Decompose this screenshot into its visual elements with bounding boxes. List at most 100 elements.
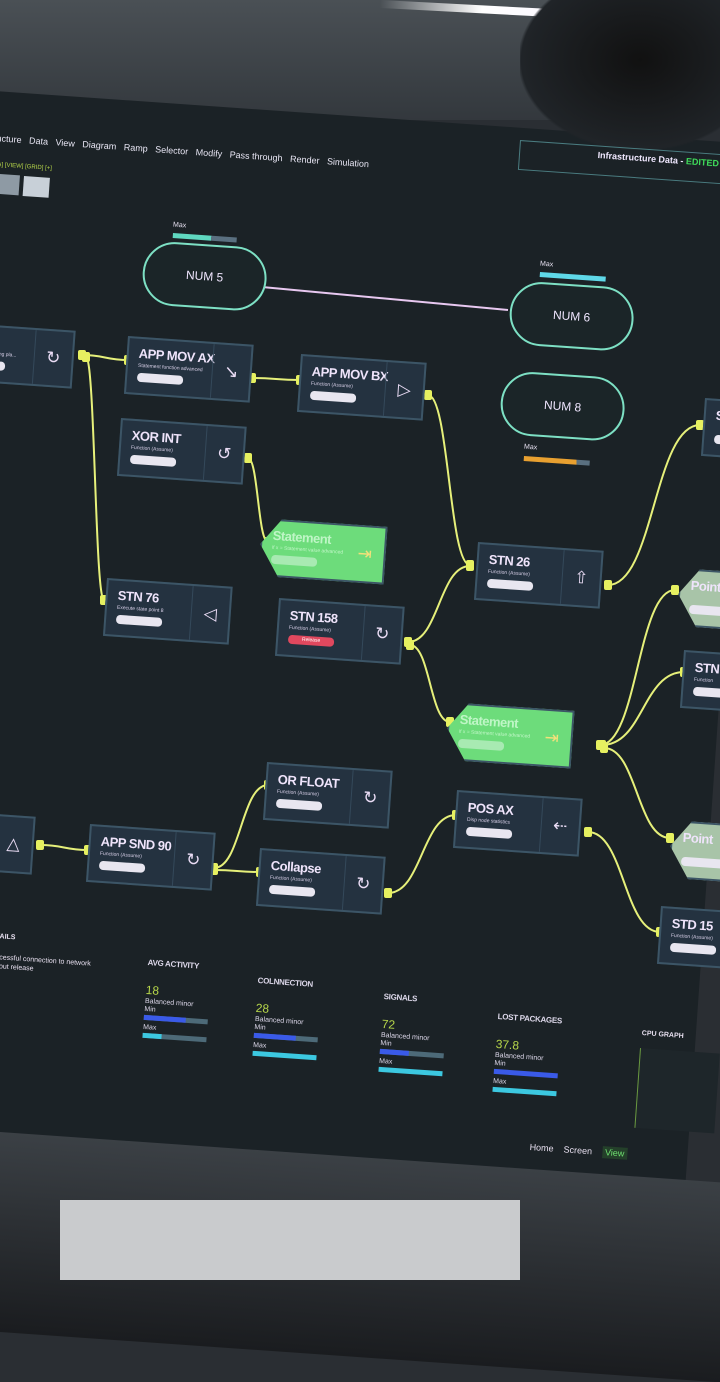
port[interactable] [244,453,252,463]
node-action-icon[interactable]: ↺ [202,425,245,483]
node-subtitle: Statement encoding pla... [0,349,17,359]
node-value-pill[interactable]: Release [287,634,335,647]
node-value-pill[interactable] [486,578,534,591]
node-value-pill[interactable] [713,434,720,447]
node-value-pill[interactable] [98,860,146,873]
node-std-15[interactable]: STD 15 Function (Assume) [656,906,720,973]
node-value-pill[interactable] [129,454,177,467]
node-title: STN 26 [488,551,531,570]
port[interactable] [384,888,392,898]
node-action-icon[interactable]: ↻ [348,769,391,827]
wire [261,286,509,311]
node-subtitle: Function (Assume) [310,380,354,390]
cpu-graph [634,1048,720,1134]
node-action-icon[interactable]: ▷ [382,361,425,419]
node-action-icon[interactable]: ◁ [188,585,231,643]
node-value-pill[interactable] [115,614,163,627]
node-action-icon[interactable]: ⇥ [356,543,373,564]
node-value-pill[interactable] [458,739,505,751]
node-st[interactable]: ST [700,398,720,465]
node-action-icon[interactable]: △ [0,815,34,873]
node-n-x[interactable]: n X Statement encoding pla... ↻ [0,322,76,389]
node-subtitle: if x = Statement value advanced [271,544,344,556]
port[interactable] [666,833,674,843]
port[interactable] [600,743,608,753]
wire [601,671,685,746]
wire [213,869,261,873]
node-app-snd-90[interactable]: APP SND 90 Function (Assume) ↻ [85,824,216,891]
node-unnamed[interactable]: △ [0,808,36,875]
oval-num-6[interactable]: NUM 6 [507,280,636,353]
node-action-icon[interactable]: ⇧ [559,549,602,607]
node-pos-ax[interactable]: POS AX Disp node statistics ⇠ [452,790,583,857]
oval-num-5[interactable]: NUM 5 [140,240,269,313]
port[interactable] [466,561,474,571]
node-value-pill[interactable] [689,605,720,617]
node-app-mov-bx[interactable]: APP MOV BX Function (Assume) ▷ [296,354,427,421]
stat-signals: SIGNALS 72 Balanced minor Min Max [378,992,494,1083]
node-xor-int[interactable]: XOR INT Function (Assume) ↺ [116,418,247,485]
port[interactable] [604,580,612,590]
wire [251,377,301,381]
wire [587,831,661,933]
node-subtitle: Execute state point 8 [116,604,164,615]
node-stn-4[interactable]: STN 4 Function [679,650,720,717]
node-value-pill[interactable] [669,942,717,955]
node-title: POS AX [467,799,514,818]
node-stn-26[interactable]: STN 26 Function (Assume) ⇧ [473,542,604,609]
node-title: Point [690,577,720,595]
node-title: Collapse [270,857,322,877]
port[interactable] [584,827,592,837]
wire [39,844,89,851]
wire [247,457,269,543]
port[interactable] [406,640,414,650]
node-title: Statement [459,711,519,731]
max-label: Max [172,221,187,230]
node-value-pill[interactable] [271,555,318,567]
node-app-mov-ax[interactable]: APP MOV AX Statement function advanced ↘ [123,336,254,403]
node-value-pill[interactable] [0,358,6,371]
node-statement[interactable]: Statement if x = Statement value advance… [258,518,388,585]
port[interactable] [36,840,44,850]
wire [427,394,471,566]
monitor-lamp [520,0,720,150]
port[interactable] [424,390,432,400]
wire [387,814,457,894]
node-value-pill[interactable] [692,686,720,699]
node-action-icon[interactable]: ↻ [341,855,384,913]
port[interactable] [671,585,679,595]
node-collapse[interactable]: Collapse Function (Assume) ↻ [255,848,386,915]
node-action-icon[interactable]: ↻ [360,605,403,663]
node-stn-158[interactable]: STN 158 Function (Assume) Release ↻ [274,598,405,665]
max-label: Max [539,260,554,269]
node-title: STD 15 [671,915,714,934]
node-value-pill[interactable] [681,857,720,869]
node-stn-76[interactable]: STN 76 Execute state point 8 ◁ [102,578,233,645]
node-subtitle: Function (Assume) [130,444,174,454]
node-subtitle: Function [693,676,714,685]
oval-num-8[interactable]: NUM 8 [498,370,627,443]
node-action-icon[interactable]: ↻ [31,329,74,387]
node-value-pill[interactable] [268,884,316,897]
node-subtitle: Function (Assume) [269,874,313,884]
node-value-pill[interactable] [309,390,357,403]
node-statement[interactable]: Statement if x = Statement value advance… [445,702,575,769]
footer-screen[interactable]: Screen [563,1144,593,1157]
footer-view[interactable]: View [601,1146,628,1160]
port[interactable] [82,352,90,362]
node-action-icon[interactable]: ↻ [171,831,214,889]
node-value-pill[interactable] [465,826,513,839]
node-value-pill[interactable] [136,372,184,385]
node-action-icon[interactable]: ⇥ [543,727,560,748]
footer-home[interactable]: Home [529,1142,554,1154]
node-action-icon[interactable]: ⇠ [538,797,581,855]
node-title: STN 158 [289,607,339,627]
node-title: OR FLOAT [277,771,340,792]
node-or-float[interactable]: OR FLOAT Function (Assume) ↻ [262,762,393,829]
node-subtitle: if x = Statement value advanced [458,728,531,740]
node-title: STN 76 [117,587,160,606]
stat-colnnection: COLNNECTION 28 Balanced minor Min Max [252,976,368,1067]
node-action-icon[interactable]: ↘ [209,343,252,401]
node-title: ST [715,407,720,424]
node-value-pill[interactable] [275,798,323,811]
